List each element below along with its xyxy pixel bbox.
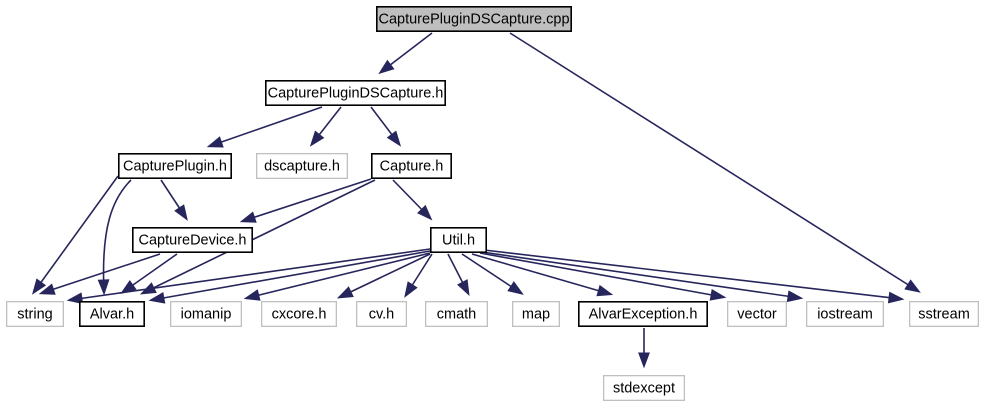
arrowhead [66,292,84,305]
node-box-capture_h[interactable] [370,153,452,180]
node-box-cxcore_h[interactable] [260,300,337,327]
node-box-captureplugin_h[interactable] [118,153,233,180]
edge-util_h-to-cv_h [404,253,433,298]
node-box-dscapture_h[interactable] [255,152,348,179]
arrowhead [507,281,524,295]
node-map[interactable]: mapmap [512,300,561,327]
edge-capturedevice_h-to-string [38,253,161,295]
arrowhead [38,283,56,295]
arrowhead [148,292,166,304]
edge-root-to-sstream [509,32,921,293]
edge-util_h-to-cmath [447,253,470,297]
node-box-map[interactable] [512,300,561,327]
arrowhead [309,130,325,147]
edge-captureplugin_h-to-string [31,175,119,295]
node-cv_h[interactable]: cv.hcv.h [355,300,407,327]
arrowhead [243,289,261,301]
edges-layer [31,32,921,369]
node-iomanip[interactable]: iomanipiomanip [169,300,242,327]
node-box-cv_h[interactable] [355,300,407,327]
edge-plugin_h-to-captureplugin_h [206,106,323,148]
arrowhead [786,290,804,303]
edge-capture_h-to-util_h [392,179,433,221]
arrowhead [457,279,470,297]
arrowhead [709,288,727,301]
arrowhead [206,136,224,148]
edge-plugin_h-to-capture_h [370,106,402,147]
node-string[interactable]: stringstring [6,300,65,327]
node-cxcore_h[interactable]: cxcore.hcxcore.h [260,300,337,327]
edge-util_h-to-sstream [483,249,905,304]
arrowhead [596,284,614,297]
node-root[interactable]: CapturePluginDSCapture.cppCapturePluginD… [375,6,572,32]
edge-util_h-to-cxcore_h [336,253,431,299]
arrowhead [97,279,110,296]
arrowhead [174,204,188,221]
arrowhead [386,130,402,147]
node-box-cmath[interactable] [424,300,488,327]
node-box-stdexcept[interactable] [603,374,686,401]
edge-util_h-to-string [66,248,431,305]
node-box-util_h[interactable] [429,227,487,254]
edge-captureplugin_h-to-capturedevice_h [160,179,188,221]
edge-alvarexception_h-to-stdexcept [638,328,650,369]
node-box-iomanip[interactable] [169,300,242,327]
node-stdexcept[interactable]: stdexceptstdexcept [603,374,686,401]
edge-util_h-to-alvarexception_h [471,253,614,297]
node-box-plugin_h[interactable] [264,80,446,107]
edge-util_h-to-iostream [481,251,804,303]
node-box-alvar_h[interactable] [79,300,146,327]
node-sstream[interactable]: sstreamsstream [909,300,980,327]
nodes-layer: CapturePluginDSCapture.cppCapturePluginD… [6,6,980,401]
arrowhead [378,59,395,75]
node-box-iostream[interactable] [806,300,885,327]
edge-plugin_h-to-dscapture_h [309,106,342,147]
node-box-root[interactable] [375,6,572,32]
node-box-string[interactable] [6,300,65,327]
edge-util_h-to-map [461,253,524,295]
node-cmath[interactable]: cmathcmath [424,300,488,327]
arrowhead [239,211,257,223]
node-iostream[interactable]: iostreamiostream [806,300,885,327]
arrowhead [904,279,921,293]
edge-util_h-to-vector [479,252,727,301]
arrowhead [417,204,433,221]
edge-capture_h-to-capturedevice_h [239,178,372,223]
node-alvarexception_h[interactable]: AlvarException.hAlvarException.h [577,300,708,327]
arrowhead [887,291,905,304]
node-box-alvarexception_h[interactable] [577,300,708,327]
node-alvar_h[interactable]: Alvar.hAlvar.h [79,300,146,327]
edge-root-to-plugin_h [378,32,433,75]
edge-util_h-to-iomanip [243,252,431,301]
arrowhead [638,352,650,369]
node-box-vector[interactable] [727,300,788,327]
node-plugin_h[interactable]: CapturePluginDSCapture.hCapturePluginDSC… [264,80,446,107]
node-box-sstream[interactable] [909,300,980,327]
arrowhead [31,278,47,295]
arrowhead [404,281,418,298]
node-vector[interactable]: vectorvector [727,300,788,327]
edge-util_h-to-alvar_h [148,250,431,304]
node-box-capturedevice_h[interactable] [132,227,254,254]
arrowhead [336,286,354,299]
